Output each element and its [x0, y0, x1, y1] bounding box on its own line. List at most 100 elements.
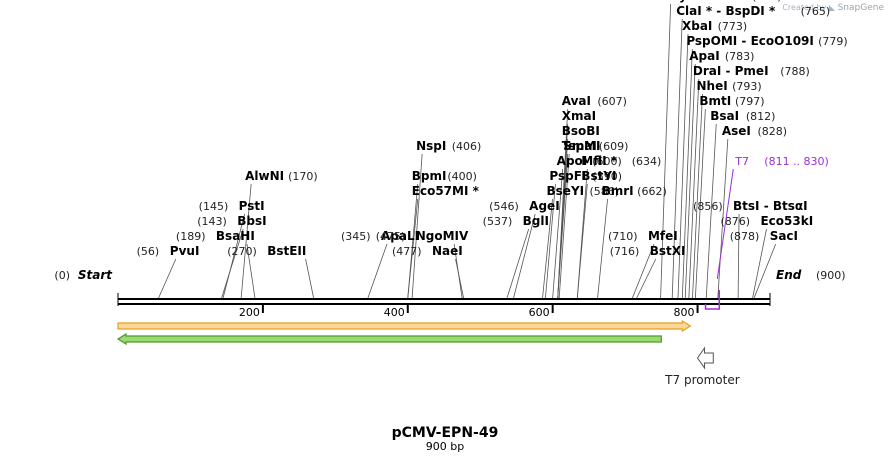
site-leader-apai — [684, 63, 696, 299]
enzyme-bseyi[interactable]: BseYI — [547, 184, 585, 198]
snapgene-logo-icon: ◣ — [828, 3, 836, 12]
enzyme-position-nhei: (793) — [732, 80, 762, 93]
site-leader-eco53ki — [752, 228, 767, 299]
site-labels: PvuI(56)BsaHI(189)BbsI(143)PstI(145)AlwN… — [137, 0, 848, 258]
enzyme-bbsi[interactable]: BbsI — [237, 214, 266, 228]
primer-t7-bracket — [704, 290, 721, 310]
enzyme-bsteii[interactable]: BstEII — [267, 244, 306, 258]
enzyme-asei[interactable]: AseI — [722, 124, 751, 138]
enzyme-position-pspomi-ecoo109i: (779) — [818, 35, 848, 48]
feature-orange-arrow[interactable] — [117, 319, 692, 333]
site-leader-pvui — [158, 258, 177, 299]
start-position: (0) — [54, 269, 70, 282]
enzyme-saci[interactable]: SacI — [770, 229, 798, 243]
enzyme-position-bseyi: (586) — [590, 185, 620, 198]
enzyme-position-nspi: (406) — [452, 140, 482, 153]
enzyme-position-styi-ncoi: (749) — [752, 0, 782, 3]
map-length: 900 bp — [426, 440, 464, 453]
site-leader-pspomi-ecoo109i — [681, 48, 693, 299]
enzyme-position-eco53ki: (876) — [720, 215, 750, 228]
enzyme-bmri[interactable]: BmrI — [602, 184, 634, 198]
enzyme-bsahi[interactable]: BsaHI — [216, 229, 255, 243]
primer-t7-name: T7 — [734, 155, 749, 168]
enzyme-position-bsai: (812) — [746, 110, 776, 123]
enzyme-position-clai-bspdi: (765) — [801, 5, 831, 18]
enzyme-position-bsahi: (189) — [176, 230, 206, 243]
t7-promoter-label: T7 promoter — [664, 373, 740, 387]
enzyme-position-smai: (609) — [599, 140, 629, 153]
enzyme-psti[interactable]: PstI — [239, 199, 265, 213]
enzyme-smai[interactable]: SmaI — [563, 139, 597, 153]
enzyme-eco53ki[interactable]: Eco53kI — [760, 214, 813, 228]
enzyme-position-bbsi: (143) — [197, 215, 227, 228]
site-leader-apoi — [552, 168, 564, 299]
enzyme-agei[interactable]: AgeI — [529, 199, 559, 213]
enzyme-bgli[interactable]: BglI — [523, 214, 549, 228]
site-leader-bmri — [597, 198, 608, 299]
site-leader-saci — [753, 243, 777, 299]
enzyme-xbai[interactable]: XbaI — [682, 19, 712, 33]
site-leader-bsai — [705, 123, 717, 299]
enzyme-bsobi[interactable]: BsoBI — [562, 124, 600, 138]
site-leader-nspi — [411, 153, 423, 299]
enzyme-bmti[interactable]: BmtI — [699, 94, 731, 108]
enzyme-styi-ncoi[interactable]: StyI - NcoI — [665, 0, 735, 3]
site-leader-avai — [557, 108, 569, 299]
enzyme-eco57mi[interactable]: Eco57MI * — [412, 184, 480, 198]
ruler-tick-label: 400 — [384, 306, 405, 319]
site-leader-clai-bspdi — [671, 18, 683, 299]
site-leader-psti — [222, 213, 246, 299]
enzyme-avai[interactable]: AvaI — [562, 94, 591, 108]
primer-t7-range: (811 .. 830) — [764, 155, 829, 168]
site-leader-alwni — [240, 183, 252, 299]
enzyme-position-bpmi: (400) — [447, 170, 477, 183]
enzyme-bsai[interactable]: BsaI — [710, 109, 739, 123]
enzyme-pspomi-ecoo109i[interactable]: PspOMI - EcoO109I — [686, 34, 814, 48]
enzyme-position-saci: (878) — [730, 230, 760, 243]
enzyme-bstyi[interactable]: BstYI — [581, 169, 616, 183]
feature-green-arrow[interactable] — [116, 332, 662, 346]
site-leader-apali — [367, 243, 388, 299]
enzyme-apali[interactable]: ApaLI — [381, 229, 419, 243]
site-leader-nhei — [692, 93, 703, 299]
enzyme-bpmi[interactable]: BpmI — [412, 169, 447, 183]
t7-promoter-arrow-icon[interactable] — [696, 346, 714, 370]
enzyme-position-xbai: (773) — [718, 20, 748, 33]
enzyme-mfei[interactable]: MfeI — [648, 229, 678, 243]
enzyme-nhei[interactable]: NheI — [696, 79, 727, 93]
enzyme-bstxi[interactable]: BstXI — [650, 244, 686, 258]
site-leader-bstxi — [636, 258, 657, 299]
enzyme-position-bstxi: (716) — [610, 245, 640, 258]
enzyme-pspfi[interactable]: PspFI — [549, 169, 586, 183]
enzyme-ngomiv[interactable]: NgoMIV — [416, 229, 469, 243]
primer-t7[interactable]: T7 (811 .. 830) — [704, 155, 829, 310]
enzyme-alwni[interactable]: AlwNI — [245, 169, 284, 183]
enzyme-nspi[interactable]: NspI — [416, 139, 446, 153]
site-leader-xbai — [677, 33, 689, 299]
ruler-tick-label: 800 — [674, 306, 695, 319]
enzyme-position-bmti: (797) — [735, 95, 765, 108]
site-leader-naei — [455, 258, 464, 299]
enzyme-apai[interactable]: ApaI — [689, 49, 719, 63]
enzyme-tspmi[interactable]: TspMI — [562, 139, 601, 153]
enzyme-apoi[interactable]: ApoI — [557, 154, 588, 168]
enzyme-drai-pmei[interactable]: DraI - PmeI — [693, 64, 769, 78]
site-leader-bsteii — [305, 258, 314, 299]
enzyme-clai-bspdi[interactable]: ClaI * - BspDI * — [676, 4, 776, 18]
site-leader-btsi-bts-i — [737, 213, 740, 299]
credit-prefix: Created by — [782, 3, 827, 12]
enzyme-naei[interactable]: NaeI — [432, 244, 463, 258]
site-leader-bsahi — [246, 243, 256, 299]
enzyme-position-drai-pmei: (788) — [780, 65, 810, 78]
enzyme-position-apoi: (600) — [592, 155, 622, 168]
enzyme-mfli[interactable]: MflI * — [581, 154, 617, 168]
sequence-ends: (0) Start End (900) — [54, 268, 846, 306]
enzyme-pvui[interactable]: PvuI — [170, 244, 200, 258]
enzyme-btsi-bts-i[interactable]: BtsI - BtsαI — [733, 199, 808, 213]
site-leader-styi-ncoi — [660, 3, 672, 299]
credit-brand: SnapGene — [837, 3, 884, 13]
enzyme-position-apai: (783) — [725, 50, 755, 63]
enzyme-xmai[interactable]: XmaI — [562, 109, 596, 123]
map-title-block: pCMV-EPN-49 900 bp — [392, 425, 499, 453]
